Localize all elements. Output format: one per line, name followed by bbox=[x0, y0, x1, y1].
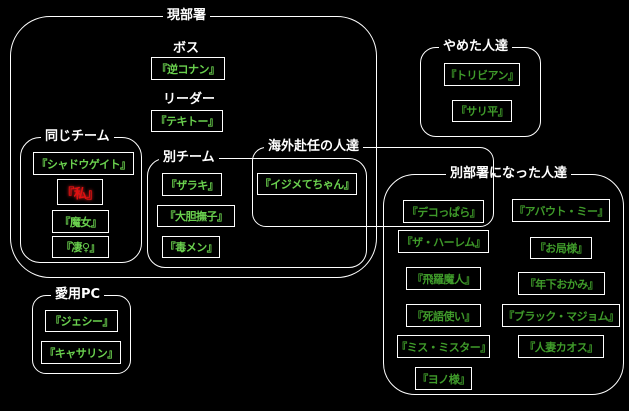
group-label-other-team: 別チーム bbox=[159, 151, 219, 165]
name-box-overseas: 『イジメてちゃん』 bbox=[257, 173, 357, 195]
name-box-favorite-pc: 『キャサリン』 bbox=[41, 341, 121, 364]
name-box-quit: 『トリビアン』 bbox=[444, 63, 520, 86]
name-box-quit: 『サリ平』 bbox=[452, 100, 512, 122]
group-quit bbox=[420, 47, 541, 137]
group-label-transferred: 別部署になった人達 bbox=[446, 167, 572, 181]
name-box-same-team: 『魔女』 bbox=[52, 210, 109, 233]
name-box-other-team: 『大胆撫子』 bbox=[157, 205, 235, 227]
group-label-overseas: 海外赴任の人達 bbox=[264, 140, 364, 154]
name-box-other-team: 『ザラキ』 bbox=[162, 173, 222, 196]
name-box-boss: 『逆コナン』 bbox=[151, 57, 225, 80]
boss-label: ボス bbox=[173, 41, 200, 56]
name-box-transferred: 『お局様』 bbox=[530, 237, 592, 259]
leader-label: リーダー bbox=[163, 92, 216, 107]
name-box-transferred: 『年下おかみ』 bbox=[518, 272, 605, 295]
name-box-transferred: 『人妻カオス』 bbox=[518, 335, 604, 358]
group-label-favorite-pc: 愛用PC bbox=[51, 288, 105, 302]
group-label-quit: やめた人達 bbox=[439, 40, 513, 54]
name-box-other-team: 『毒メン』 bbox=[162, 236, 220, 258]
name-box-favorite-pc: 『ジェシー』 bbox=[45, 310, 118, 332]
group-overseas bbox=[252, 147, 494, 227]
group-label-same-team: 同じチーム bbox=[41, 130, 114, 144]
name-box-transferred: 『ヨノ様』 bbox=[415, 367, 472, 390]
name-box-transferred: 『ミス・ミスター』 bbox=[397, 335, 490, 358]
name-box-transferred: 『デコっぱら』 bbox=[403, 200, 484, 223]
name-box-transferred: 『アバウト・ミー』 bbox=[512, 199, 610, 222]
name-box-transferred: 『飛羅魔人』 bbox=[406, 267, 481, 290]
name-box-leader: 『テキトー』 bbox=[151, 110, 223, 132]
name-box-self: 『私』 bbox=[57, 179, 103, 205]
name-box-transferred: 『ブラック・マジョム』 bbox=[502, 304, 620, 327]
group-label-current-dept: 現部署 bbox=[163, 9, 211, 23]
name-box-transferred: 『死語使い』 bbox=[406, 304, 481, 327]
name-box-same-team: 『シャドウゲイト』 bbox=[33, 152, 134, 175]
name-box-transferred: 『ザ・ハーレム』 bbox=[398, 230, 489, 253]
name-box-same-team: 『凄♀』 bbox=[52, 236, 109, 258]
